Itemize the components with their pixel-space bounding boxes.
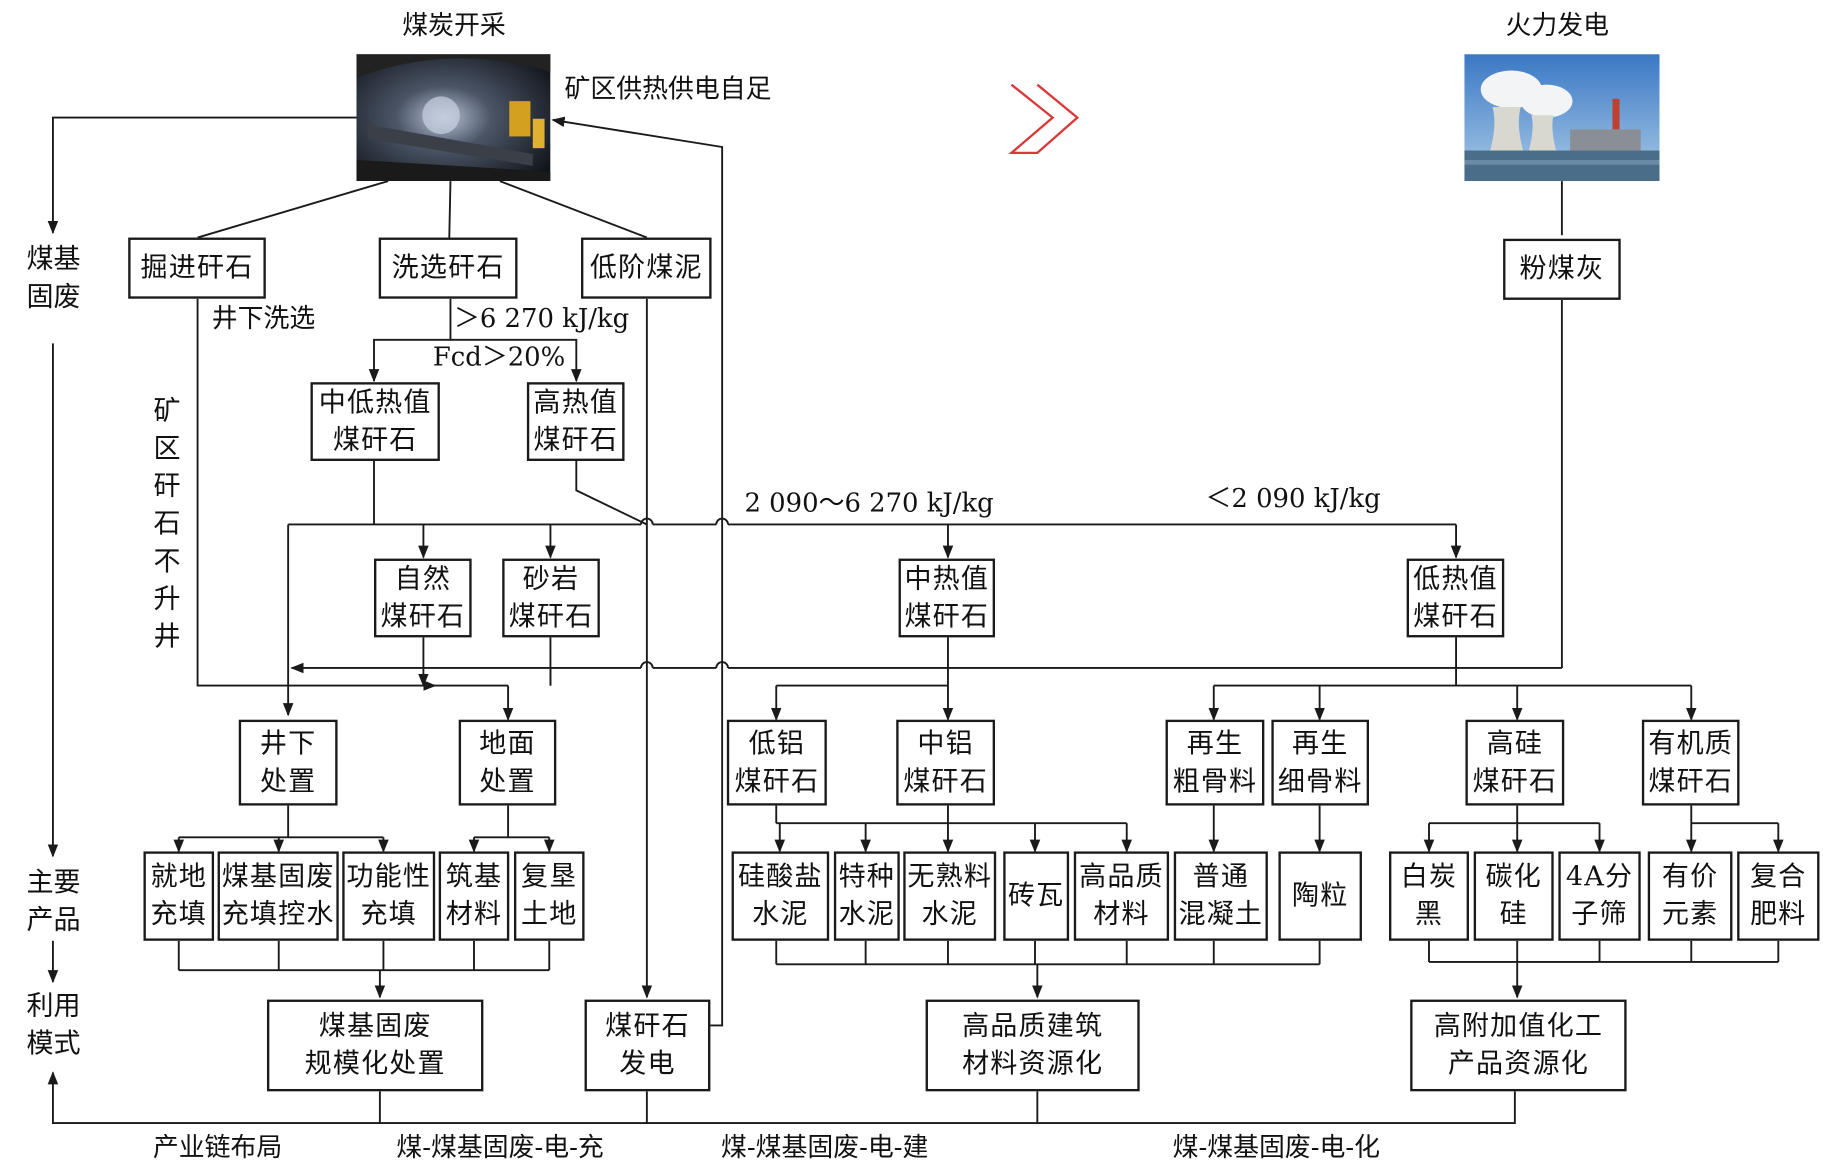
ceramsite-box: 陶粒: [1278, 851, 1362, 941]
in-situ-fill-box: 就地 充填: [143, 851, 215, 941]
high-heat-gangue-box: 高热值 煤矸石: [526, 382, 625, 461]
organic-gangue-box: 有机质 煤矸石: [1641, 719, 1740, 806]
mine-supply-label: 矿区供热供电自足: [564, 75, 772, 105]
foundation-material-box: 筑基 材料: [438, 851, 510, 941]
industry-chain-label: 产业链布局: [152, 1133, 283, 1164]
clinker-free-cement-box: 无熟料 水泥: [903, 851, 997, 941]
low-heat-threshold-label: ＜2 090 kJ/kg: [1205, 484, 1381, 514]
build-chain-label: 煤-煤基固废-电-建: [720, 1133, 929, 1164]
ordinary-concrete-box: 普通 混凝土: [1173, 851, 1268, 941]
brick-tile-box: 砖瓦: [1003, 851, 1070, 941]
fcd-label: Fcd＞20%: [432, 343, 566, 373]
mining-photo: [356, 54, 551, 182]
compound-fertilizer-box: 复合 肥料: [1737, 851, 1820, 941]
silicon-carbide-box: 碳化 硅: [1473, 851, 1554, 941]
mid-heat-range-label: 2 090～6 270 kJ/kg: [744, 489, 994, 519]
reclaimed-land-box: 复垦 土地: [513, 851, 585, 941]
tunneling-gangue-box: 掘进矸石: [128, 237, 266, 299]
low-rank-slime-box: 低阶煤泥: [581, 237, 712, 299]
chemical-product-mode-box: 高附加值化工 产品资源化: [1410, 999, 1627, 1092]
recycled-fine-aggregate-box: 再生 细骨料: [1271, 719, 1370, 806]
scale-disposal-mode-box: 煤基固废 规模化处置: [266, 999, 484, 1092]
solid-waste-fill-water-box: 煤基固废 充填控水: [217, 851, 339, 941]
low-heat-gangue-box: 低热值 煤矸石: [1406, 558, 1505, 638]
silicate-cement-box: 硅酸盐 水泥: [731, 851, 830, 941]
power-plant-photo: [1464, 54, 1660, 182]
row-label-coal-solid-waste: 煤基 固废: [26, 244, 81, 313]
sandstone-gangue-box: 砂岩 煤矸石: [502, 558, 600, 638]
fill-chain-label: 煤-煤基固废-电-充: [396, 1133, 604, 1164]
mid-aluminum-gangue-box: 中铝 煤矸石: [896, 719, 996, 806]
surface-disposal-box: 地面 处置: [458, 719, 557, 806]
natural-gangue-box: 自然 煤矸石: [374, 558, 472, 638]
valuable-elements-box: 有价 元素: [1647, 851, 1733, 941]
mid-heat-gangue-box: 中热值 煤矸石: [898, 558, 996, 638]
washing-gangue-box: 洗选矸石: [378, 237, 518, 299]
power-title: 火力发电: [1505, 11, 1609, 42]
white-carbon-black-box: 白炭 黑: [1389, 851, 1469, 941]
low-aluminum-gangue-box: 低铝 煤矸石: [726, 719, 827, 806]
building-material-mode-box: 高品质建筑 材料资源化: [925, 999, 1140, 1092]
high-silicon-gangue-box: 高硅 煤矸石: [1465, 719, 1565, 806]
no-lift-label: 矿 区 矸 石 不 升 井: [153, 396, 181, 653]
gangue-power-mode-box: 煤矸石 发电: [584, 999, 711, 1092]
row-label-main-products: 主要 产品: [26, 867, 81, 937]
underground-disposal-box: 井下 处置: [238, 719, 338, 806]
chem-chain-label: 煤-煤基固废-电-化: [1172, 1133, 1380, 1164]
row-label-utilization-mode: 利用 模式: [26, 991, 81, 1060]
underground-wash-label: 井下洗选: [211, 304, 316, 334]
high-heat-threshold-label: ＞6 270 kJ/kg: [453, 304, 630, 334]
high-quality-material-box: 高品质 材料: [1073, 851, 1170, 941]
fly-ash-box: 粉煤灰: [1503, 238, 1621, 300]
molecular-sieve-box: 4A分 子筛: [1558, 851, 1641, 941]
special-cement-box: 特种 水泥: [833, 851, 900, 941]
recycled-coarse-aggregate-box: 再生 粗骨料: [1165, 719, 1265, 806]
mining-title: 煤炭开采: [402, 11, 506, 42]
mid-low-heat-gangue-box: 中低热值 煤矸石: [310, 382, 440, 461]
chevron-arrow-icon: [1008, 83, 1080, 155]
functional-fill-box: 功能性 充填: [342, 851, 436, 941]
